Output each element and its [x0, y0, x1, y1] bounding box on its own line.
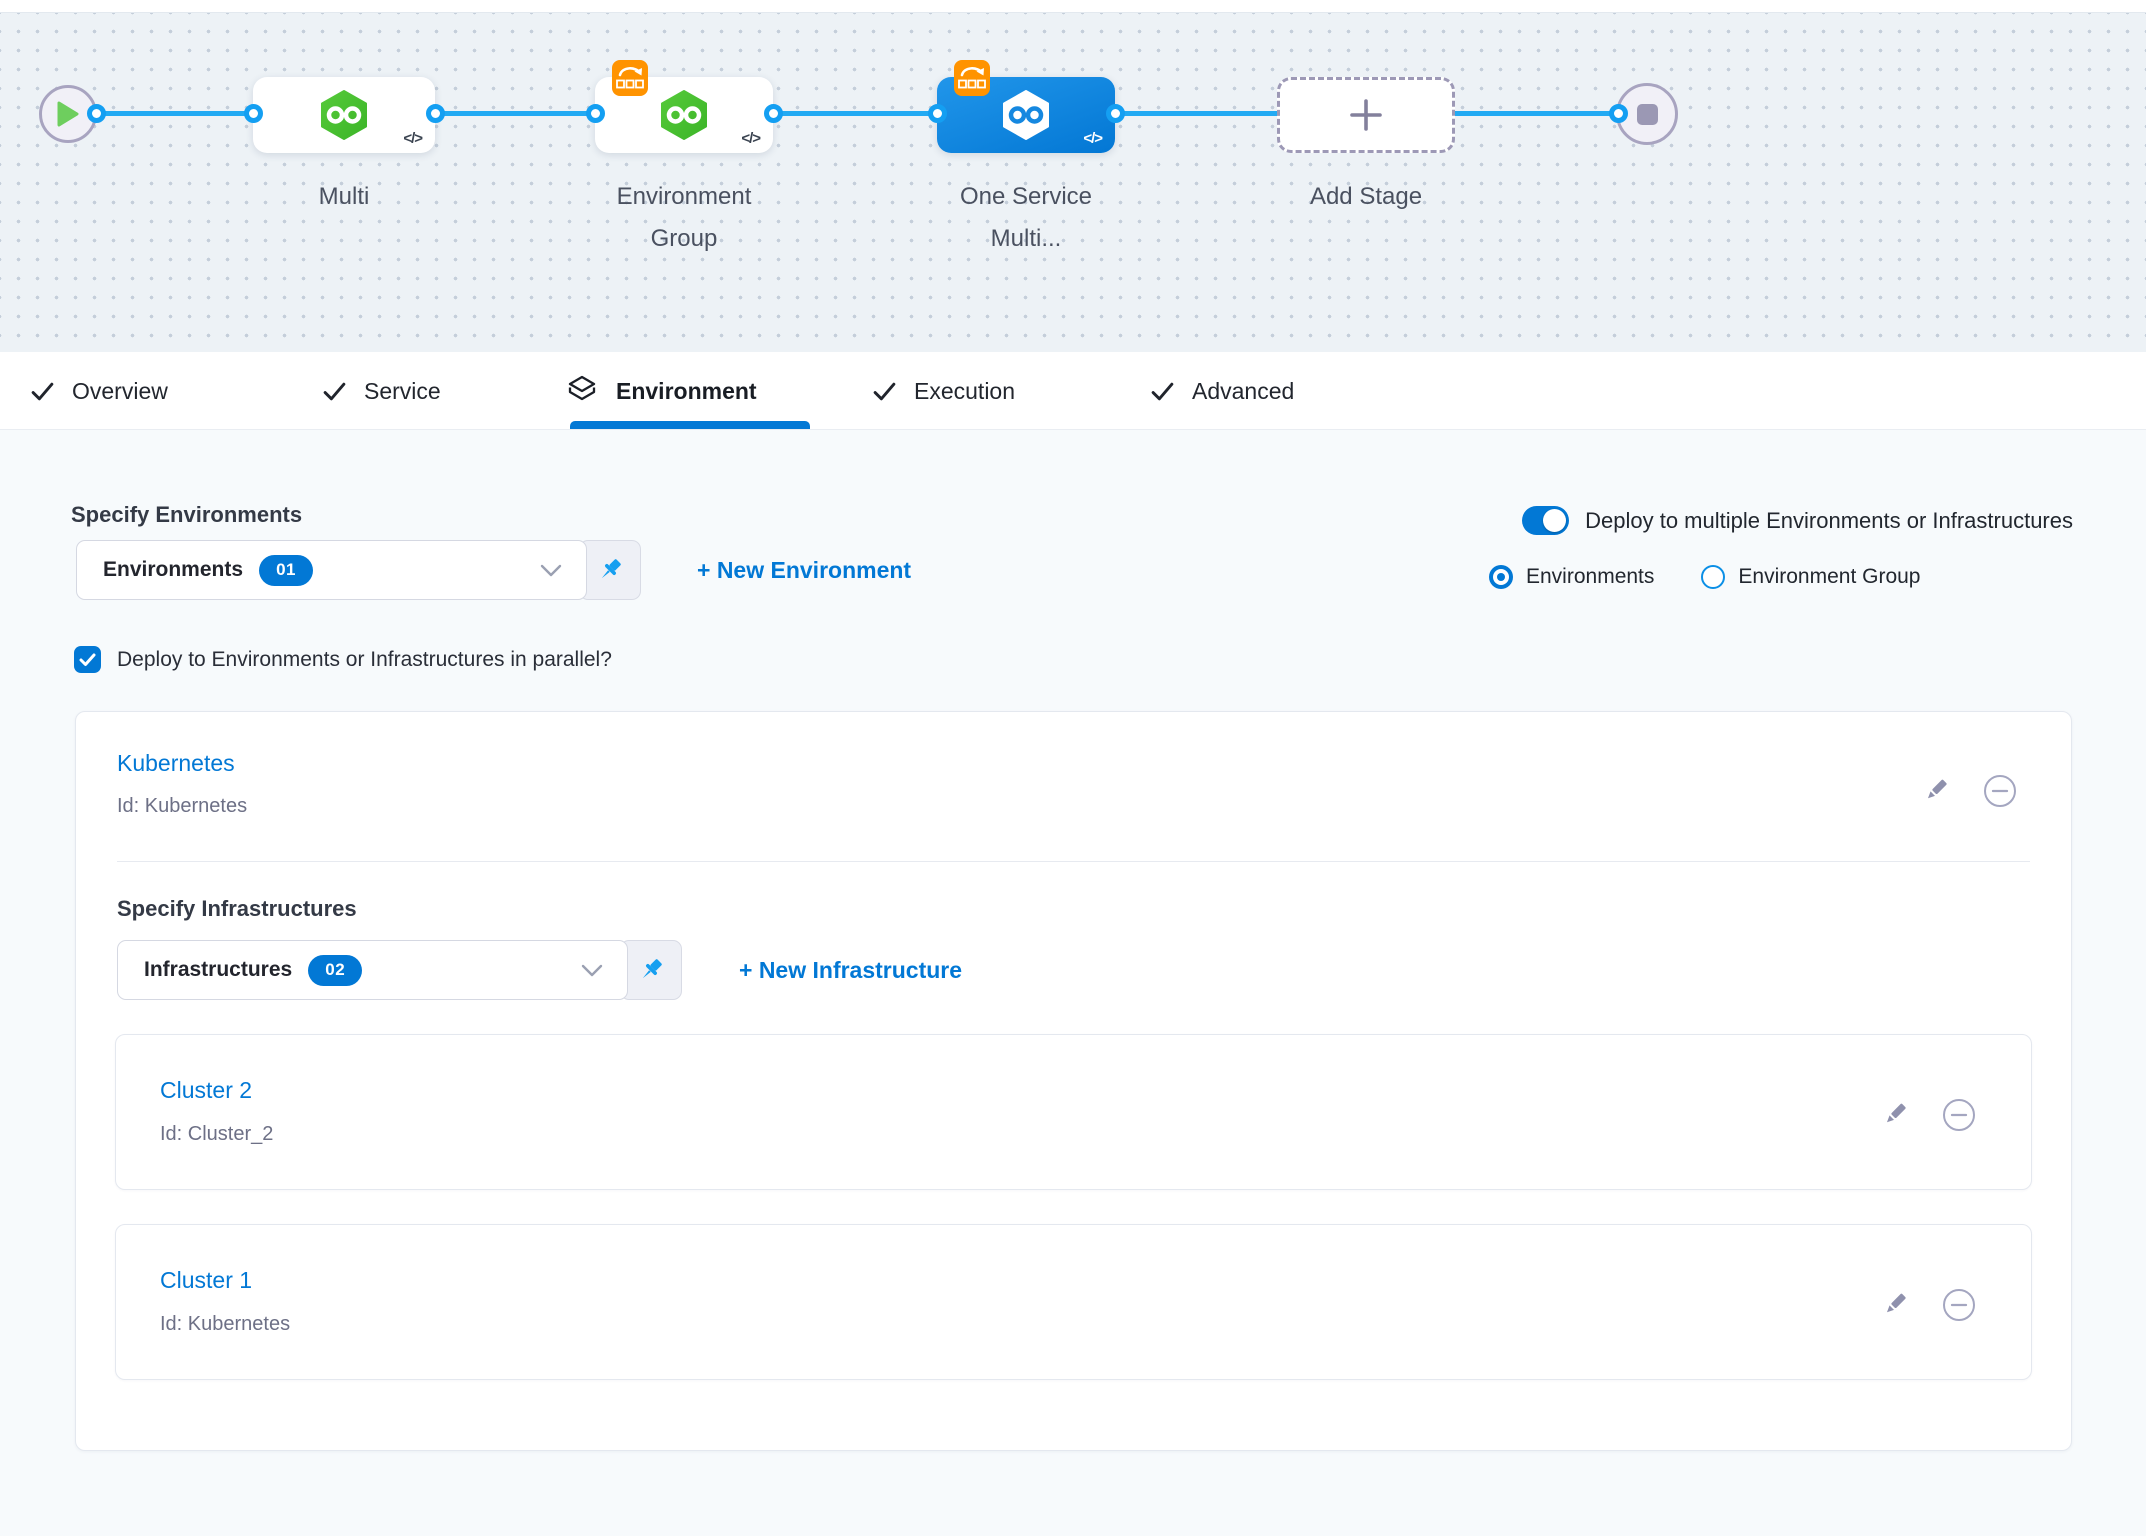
new-infrastructure-link[interactable]: + New Infrastructure — [739, 957, 963, 983]
connector-point[interactable] — [87, 104, 106, 123]
check-icon — [323, 382, 346, 400]
pencil-icon — [1925, 778, 1947, 801]
infrastructure-card-cluster-1: Cluster 1 Id: Kubernetes — [115, 1224, 2032, 1380]
remove-infrastructure-button[interactable] — [1941, 1097, 1977, 1133]
tab-label: Advanced — [1192, 377, 1295, 404]
environment-name-link[interactable]: Kubernetes — [117, 750, 235, 776]
loop-strategy-badge-icon — [954, 60, 990, 96]
infrastructure-id: Id: Cluster_2 — [160, 1123, 274, 1145]
tab-service[interactable]: Service — [322, 352, 441, 430]
connector-point[interactable] — [928, 104, 947, 123]
tab-label: Execution — [914, 377, 1016, 404]
environment-card: Kubernetes Id: Kubernetes Specify Infras… — [75, 711, 2072, 1451]
pin-button[interactable] — [620, 940, 682, 1000]
minus-circle-icon — [1984, 775, 2016, 807]
stage-label-multi: Multi — [318, 183, 370, 210]
check-icon — [873, 382, 896, 400]
radio-environment-group[interactable] — [1701, 565, 1726, 589]
environments-select[interactable]: Environments 01 — [76, 540, 587, 600]
stage-label-environment-group: Environment Group — [616, 183, 752, 252]
canvas-dot-grid — [0, 12, 2146, 352]
pencil-icon — [1884, 1102, 1906, 1125]
add-stage-label: Add Stage — [1309, 183, 1423, 210]
count-badge: 02 — [308, 954, 363, 986]
tab-label: Overview — [72, 377, 168, 404]
infrastructures-dropdown: Infrastructures 02 — [117, 940, 682, 1000]
radio-environments[interactable] — [1489, 565, 1513, 589]
check-icon — [79, 653, 96, 666]
service-hexagon-icon — [321, 90, 367, 140]
tab-label: Environment — [616, 377, 757, 404]
add-stage-button[interactable] — [1277, 77, 1455, 153]
pipeline-connector-line — [96, 111, 1621, 116]
tab-overview[interactable]: Overview — [30, 352, 168, 430]
environment-id: Id: Kubernetes — [117, 795, 248, 817]
infrastructure-name-link[interactable]: Cluster 1 — [160, 1267, 253, 1293]
pin-icon — [596, 556, 624, 584]
infrastructures-select[interactable]: Infrastructures 02 — [117, 940, 628, 1000]
specify-environments-heading: Specify Environments — [71, 502, 303, 527]
check-icon — [1151, 382, 1174, 400]
parallel-checkbox-label: Deploy to Environments or Infrastructure… — [117, 647, 612, 671]
pencil-icon — [1884, 1292, 1906, 1315]
active-tab-underline — [570, 421, 810, 429]
code-icon: </> — [741, 130, 761, 147]
connector-point[interactable] — [586, 104, 605, 123]
radio-environments-label: Environments — [1526, 565, 1655, 588]
loop-strategy-badge-icon — [612, 60, 648, 96]
connector-point[interactable] — [426, 104, 445, 123]
env-type-radio-group: Environments Environment Group — [1489, 565, 1920, 589]
radio-environment-group-label: Environment Group — [1738, 565, 1921, 588]
connector-point[interactable] — [1609, 104, 1628, 123]
chevron-down-icon — [581, 964, 603, 976]
edit-infrastructure-button[interactable] — [1876, 1286, 1912, 1322]
remove-environment-button[interactable] — [1982, 773, 2018, 809]
count-badge: 01 — [259, 554, 314, 586]
infrastructure-id: Id: Kubernetes — [160, 1313, 291, 1335]
new-environment-link[interactable]: + New Environment — [697, 557, 912, 583]
pipeline-canvas[interactable]: </> Multi </> Environment Group </> — [0, 0, 2146, 352]
plus-icon — [1350, 99, 1382, 131]
dropdown-value: Infrastructures — [144, 958, 293, 981]
environment-tab-panel: Specify Environments Environments 01 + N… — [0, 430, 2146, 1536]
specify-infrastructures-heading: Specify Infrastructures — [117, 896, 357, 921]
stage-tabbar: Overview Service Environment Execution — [0, 352, 2146, 430]
edit-infrastructure-button[interactable] — [1876, 1096, 1912, 1132]
multi-env-toggle[interactable] — [1522, 506, 1570, 535]
pin-button[interactable] — [579, 540, 641, 600]
multi-env-toggle-row: Deploy to multiple Environments or Infra… — [1522, 506, 2073, 535]
chevron-down-icon — [540, 564, 562, 576]
infrastructure-name-link[interactable]: Cluster 2 — [160, 1077, 253, 1103]
code-icon: </> — [1083, 130, 1103, 147]
remove-infrastructure-button[interactable] — [1941, 1287, 1977, 1323]
tab-label: Service — [364, 377, 441, 404]
edit-environment-button[interactable] — [1917, 772, 1953, 808]
service-hexagon-icon — [1003, 90, 1049, 140]
tab-advanced[interactable]: Advanced — [1150, 352, 1294, 430]
connector-point[interactable] — [1106, 104, 1125, 123]
parallel-checkbox[interactable] — [74, 646, 101, 673]
stop-icon — [1636, 103, 1658, 125]
card-divider — [117, 861, 2030, 862]
tab-execution[interactable]: Execution — [872, 352, 1015, 430]
environment-layers-icon — [568, 375, 596, 401]
service-hexagon-icon — [661, 90, 707, 140]
stage-node-multi[interactable]: </> — [253, 77, 435, 153]
environments-dropdown: Environments 01 — [76, 540, 641, 600]
multi-env-toggle-label: Deploy to multiple Environments or Infra… — [1585, 507, 2073, 533]
code-icon: </> — [403, 130, 423, 147]
play-icon — [57, 101, 79, 127]
infrastructure-card-cluster-2: Cluster 2 Id: Cluster_2 — [115, 1034, 2032, 1190]
check-icon — [31, 382, 54, 400]
dropdown-value: Environments — [103, 558, 244, 581]
stage-label-one-service-multi: One Service Multi... — [959, 183, 1093, 252]
connector-point[interactable] — [764, 104, 783, 123]
minus-circle-icon — [1943, 1099, 1975, 1131]
tab-environment[interactable]: Environment — [565, 352, 757, 430]
pin-icon — [637, 956, 665, 984]
connector-point[interactable] — [244, 104, 263, 123]
minus-circle-icon — [1943, 1289, 1975, 1321]
parallel-checkbox-row: Deploy to Environments or Infrastructure… — [74, 646, 612, 673]
